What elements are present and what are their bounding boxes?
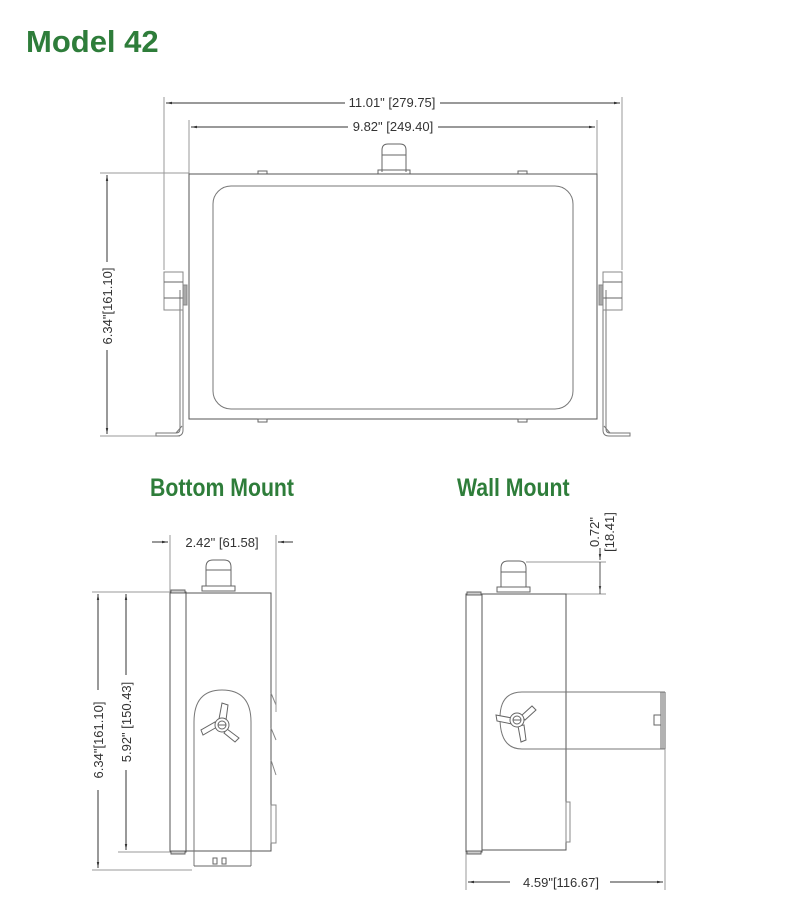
overall-width-dimension: 11.01" [279.75] — [349, 95, 436, 110]
page-title: Model 42 — [26, 24, 159, 59]
bottom-depth-dimension: 2.42" [61.58] — [185, 535, 258, 550]
body-width-dimension: 9.82" [249.40] — [353, 119, 434, 134]
bottom-overall-height-dimension: 6.34"[161.10] — [91, 702, 106, 779]
connector-height-mm: [18.41] — [602, 512, 617, 552]
front-height-dimension: 6.34"[161.10] — [100, 268, 115, 345]
bottom-body-height-dimension: 5.92" [150.43] — [119, 682, 134, 763]
wall-overall-depth-dimension: 4.59"[116.67] — [523, 875, 599, 890]
connector-height-inches: 0.72" — [587, 517, 602, 547]
front-view — [100, 97, 631, 437]
bottom-mount-view — [92, 535, 293, 871]
bottom-mount-title: Bottom Mount — [150, 474, 294, 502]
wall-mount-view — [465, 548, 666, 890]
wall-mount-title: Wall Mount — [457, 474, 570, 502]
